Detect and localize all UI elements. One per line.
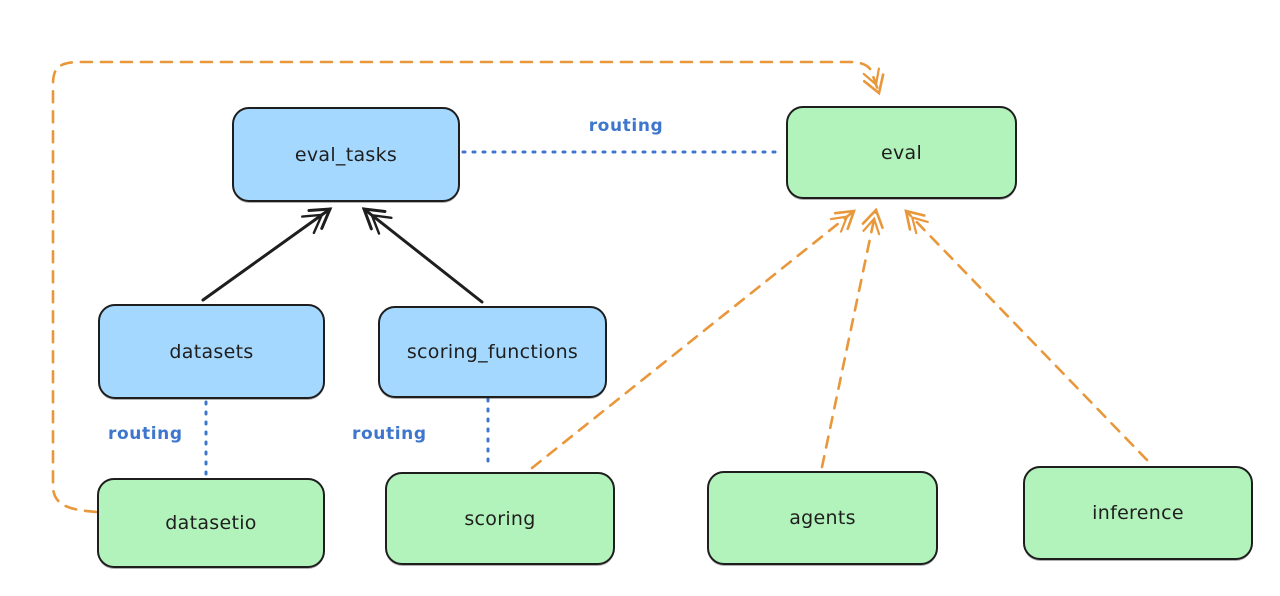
node-agents-label: agents [789, 507, 856, 529]
node-scoring-functions-label: scoring_functions [406, 341, 579, 363]
node-eval-tasks: eval_tasks [232, 107, 460, 202]
edge-datasets-evaltasks [201, 207, 333, 302]
edge-agents-eval [820, 207, 884, 469]
node-scoring-functions: scoring_functions [378, 306, 607, 398]
edge-scoring-eval [530, 209, 856, 470]
edge-label-routing-datasets-datasetio: routing [108, 424, 183, 444]
node-inference: inference [1023, 466, 1253, 560]
edge-datasetio-eval-loop [51, 60, 885, 514]
edge-label-routing-scoringfunctions-scoring: routing [352, 424, 427, 444]
node-datasets-label: datasets [169, 340, 254, 363]
edge-scoringfunctions-evaltasks [361, 207, 484, 304]
node-datasetio-label: datasetio [165, 512, 257, 534]
node-scoring: scoring [385, 472, 615, 565]
edge-label-routing-evaltasks-eval: routing [588, 116, 664, 136]
node-eval-label: eval [880, 141, 923, 164]
node-datasetio: datasetio [97, 478, 325, 568]
node-eval-tasks-label: eval_tasks [294, 143, 398, 166]
node-inference-label: inference [1092, 502, 1184, 524]
node-agents: agents [707, 471, 938, 565]
node-scoring-label: scoring [464, 507, 536, 530]
edge-inference-eval [904, 209, 1149, 462]
node-eval: eval [786, 106, 1017, 199]
node-datasets: datasets [98, 304, 325, 399]
